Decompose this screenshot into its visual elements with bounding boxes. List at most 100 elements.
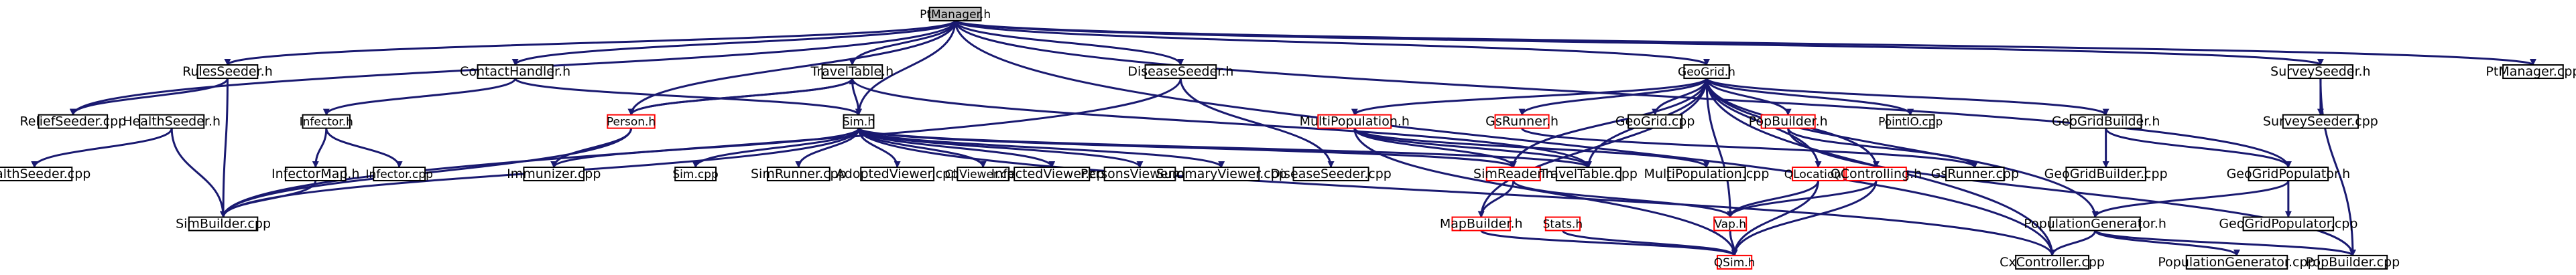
node-box — [843, 114, 875, 129]
edge-popgen-h-to-popbuilder-cpp — [2094, 230, 2356, 257]
node-label: GeoGrid.cpp — [1615, 114, 1695, 129]
node-mapbuilder[interactable]: MapBuilder.h — [1440, 216, 1523, 232]
node-geogridpop-h[interactable]: GeoGridPopulator.h — [2227, 167, 2351, 181]
node-sim-cpp[interactable]: Sim.cpp — [672, 166, 719, 181]
edge-vap-h-to-qsim — [1729, 230, 1738, 256]
node-contacthandler[interactable]: ContactHandler.h — [460, 64, 570, 80]
node-geogrid-h[interactable]: GeoGrid.h — [1678, 64, 1735, 80]
node-box — [373, 166, 426, 181]
node-surveyseeder-h[interactable]: SurveySeeder.h — [2270, 64, 2371, 80]
node-label: InfectorMap.h — [271, 167, 360, 181]
edge-contacthandler-to-sim-h — [514, 77, 862, 116]
edge-sim-h-to-adoptedviewer — [857, 128, 901, 168]
node-label: GsRunner.cpp — [1931, 167, 2019, 181]
node-surveyseeder-cpp[interactable]: SurveySeeder.cpp — [2263, 114, 2378, 129]
node-reliefseeder[interactable]: ReliefSeeder.cpp — [19, 114, 126, 129]
edge-healthseeder-h-to-healthseeder-cpp — [31, 128, 173, 168]
node-infectormap[interactable]: InfectorMap.h — [271, 167, 360, 181]
node-immunizer[interactable]: Immunizer.cpp — [507, 167, 601, 181]
node-box — [1103, 166, 1176, 181]
node-healthseeder-h[interactable]: HealthSeeder.h — [123, 114, 221, 129]
node-adoptedviewer[interactable]: AdoptedViewer.cpp — [836, 167, 959, 181]
node-vap-h[interactable]: Vap.h — [1713, 216, 1747, 232]
edge-traveltable-h-to-traveltable-cpp — [851, 78, 1592, 168]
edge-popgen-h-to-cxcontroller — [2048, 230, 2097, 256]
node-infector-cpp[interactable]: Infector.cpp — [365, 166, 433, 181]
node-geogridbuilder-h[interactable]: GeoGridBuilder.h — [2052, 114, 2160, 129]
node-popgen-cpp[interactable]: PopulationGenerator.cpp — [2158, 254, 2316, 270]
node-label: Person.h — [607, 116, 656, 129]
node-box — [1014, 166, 1091, 181]
node-ptmanager-cpp[interactable]: PtManager.cpp — [2486, 64, 2576, 80]
node-healthseeder-cpp[interactable]: HealthSeeder.cpp — [0, 167, 90, 181]
node-geogridpop-cpp[interactable]: GeoGridPopulator.cpp — [2219, 216, 2357, 232]
node-box — [1667, 166, 1746, 181]
node-label: GeoGridBuilder.h — [2052, 114, 2160, 129]
edge-healthseeder-h-to-simbuilder — [170, 128, 227, 218]
node-qlocation[interactable]: QLocation.h — [1784, 166, 1852, 181]
node-box — [1717, 254, 1753, 270]
node-popbuilder-h[interactable]: PopBuilder.h — [1749, 114, 1828, 129]
node-simrunner[interactable]: SimRunner.cpp — [751, 167, 847, 181]
node-label: MultiPopulation.cpp — [1644, 167, 1770, 181]
node-traveltable-h[interactable]: TravelTable.h — [810, 64, 894, 80]
node-box — [302, 114, 351, 129]
node-box — [1317, 114, 1392, 129]
edge-popbuilder-h-to-popbuilder-cpp — [1787, 128, 2356, 256]
node-qsim[interactable]: QSim.h — [1714, 254, 1756, 270]
node-root[interactable]: PtManager.h — [920, 7, 991, 21]
node-popgen-h[interactable]: PopulationGenerator.h — [2024, 216, 2166, 232]
edge-geogrid-h-to-mapbuilder — [1477, 78, 1708, 218]
node-simreader[interactable]: SimReader.h — [1473, 167, 1553, 181]
node-box — [1183, 166, 1260, 181]
node-infectedviewer[interactable]: InfectedViewer.cpp — [991, 167, 1113, 181]
node-label: SimReader.h — [1473, 167, 1553, 181]
node-personsviewer[interactable]: PersonsViewer.cpp — [1081, 167, 1199, 181]
node-traveltable-cpp[interactable]: TravelTable.cpp — [1539, 167, 1638, 181]
node-multipop-cpp[interactable]: MultiPopulation.cpp — [1644, 167, 1770, 181]
node-summaryviewer[interactable]: SummaryViewer.cpp — [1156, 167, 1287, 181]
node-gsrunner-cpp[interactable]: GsRunner.cpp — [1931, 167, 2019, 181]
edge-sim-h-to-simrunner — [795, 128, 860, 168]
node-label: AdoptedViewer.cpp — [836, 167, 959, 181]
node-geogridbuilder-cpp[interactable]: GeoGridBuilder.cpp — [2044, 167, 2168, 181]
node-rulesseeder[interactable]: RulesSeeder.h — [182, 64, 273, 80]
node-simbuilder[interactable]: SimBuilder.cpp — [176, 216, 271, 232]
node-box — [2317, 254, 2388, 270]
edge-qlocation-to-qsim — [1731, 180, 1820, 256]
node-cliviewer[interactable]: CliViewer.cpp — [945, 166, 1022, 181]
node-box — [196, 64, 259, 80]
node-infector-h[interactable]: Infector.h — [300, 114, 353, 129]
edge-root-to-sim-h — [855, 21, 957, 116]
node-box — [957, 166, 1010, 181]
edge-qlocation-to-vap-h — [1727, 180, 1820, 218]
node-box — [2065, 166, 2146, 181]
node-sim-h[interactable]: Sim.h — [843, 114, 875, 129]
node-box — [766, 166, 831, 181]
edge-popgen-h-to-popgen-cpp — [2094, 230, 2240, 256]
node-label: MapBuilder.h — [1440, 217, 1523, 232]
node-multipop-h[interactable]: MultiPopulation.h — [1300, 114, 1410, 129]
node-gsrunner-h[interactable]: GsRunner.h — [1485, 114, 1558, 129]
node-diseaseseeder[interactable]: DiseaseSeeder.h — [1127, 64, 1233, 80]
node-box — [1144, 64, 1217, 80]
edge-root-to-surveyseeder-h — [954, 19, 2324, 66]
node-box — [1713, 216, 1747, 232]
node-stats-h[interactable]: Stats.h — [1543, 216, 1583, 232]
node-geogrid-cpp[interactable]: GeoGrid.cpp — [1615, 114, 1695, 129]
edge-root-to-cxcontroller — [954, 21, 2056, 256]
node-diseaseseeder-cpp[interactable]: DiseaseSeeder.cpp — [1270, 167, 1392, 181]
node-label: TravelTable.h — [810, 64, 894, 79]
node-box — [2248, 166, 2329, 181]
edge-surveyseeder-h-to-popbuilder-cpp — [2319, 78, 2356, 256]
node-pointio[interactable]: PointIO.cpp — [1878, 114, 1943, 129]
edge-rulesseeder-to-reliefseeder — [69, 78, 229, 116]
edge-sim-h-to-summaryviewer — [857, 127, 1225, 168]
node-label: SurveySeeder.cpp — [2263, 114, 2378, 129]
node-qcontrolling[interactable]: QControlling.h — [1831, 167, 1922, 181]
node-label: SummaryViewer.cpp — [1156, 167, 1287, 181]
node-box — [1451, 216, 1511, 232]
node-cxcontroller[interactable]: CxController.cpp — [2000, 254, 2105, 270]
node-popbuilder-cpp[interactable]: PopBuilder.cpp — [2306, 254, 2400, 270]
node-person-h[interactable]: Person.h — [607, 114, 656, 129]
